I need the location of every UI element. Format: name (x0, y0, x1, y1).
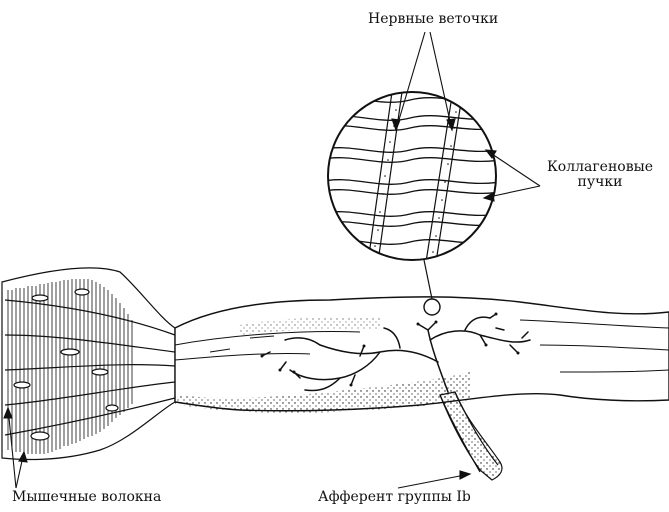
label-collagen-line2: пучки (540, 175, 660, 190)
label-muscle-fibers: Мышечные волокна (12, 490, 161, 505)
magnifier-leader-line (424, 260, 432, 299)
label-collagen-bundles: Коллагеновые пучки (540, 160, 660, 190)
magnified-inset (320, 92, 510, 262)
label-afferent-ib: Афферент группы Ib (318, 490, 471, 505)
magnified-spot-marker (424, 299, 440, 315)
afferent-fiber (440, 392, 502, 480)
label-collagen-line1: Коллагеновые (540, 160, 660, 175)
label-nerve-twigs: Нервные веточки (368, 12, 498, 27)
